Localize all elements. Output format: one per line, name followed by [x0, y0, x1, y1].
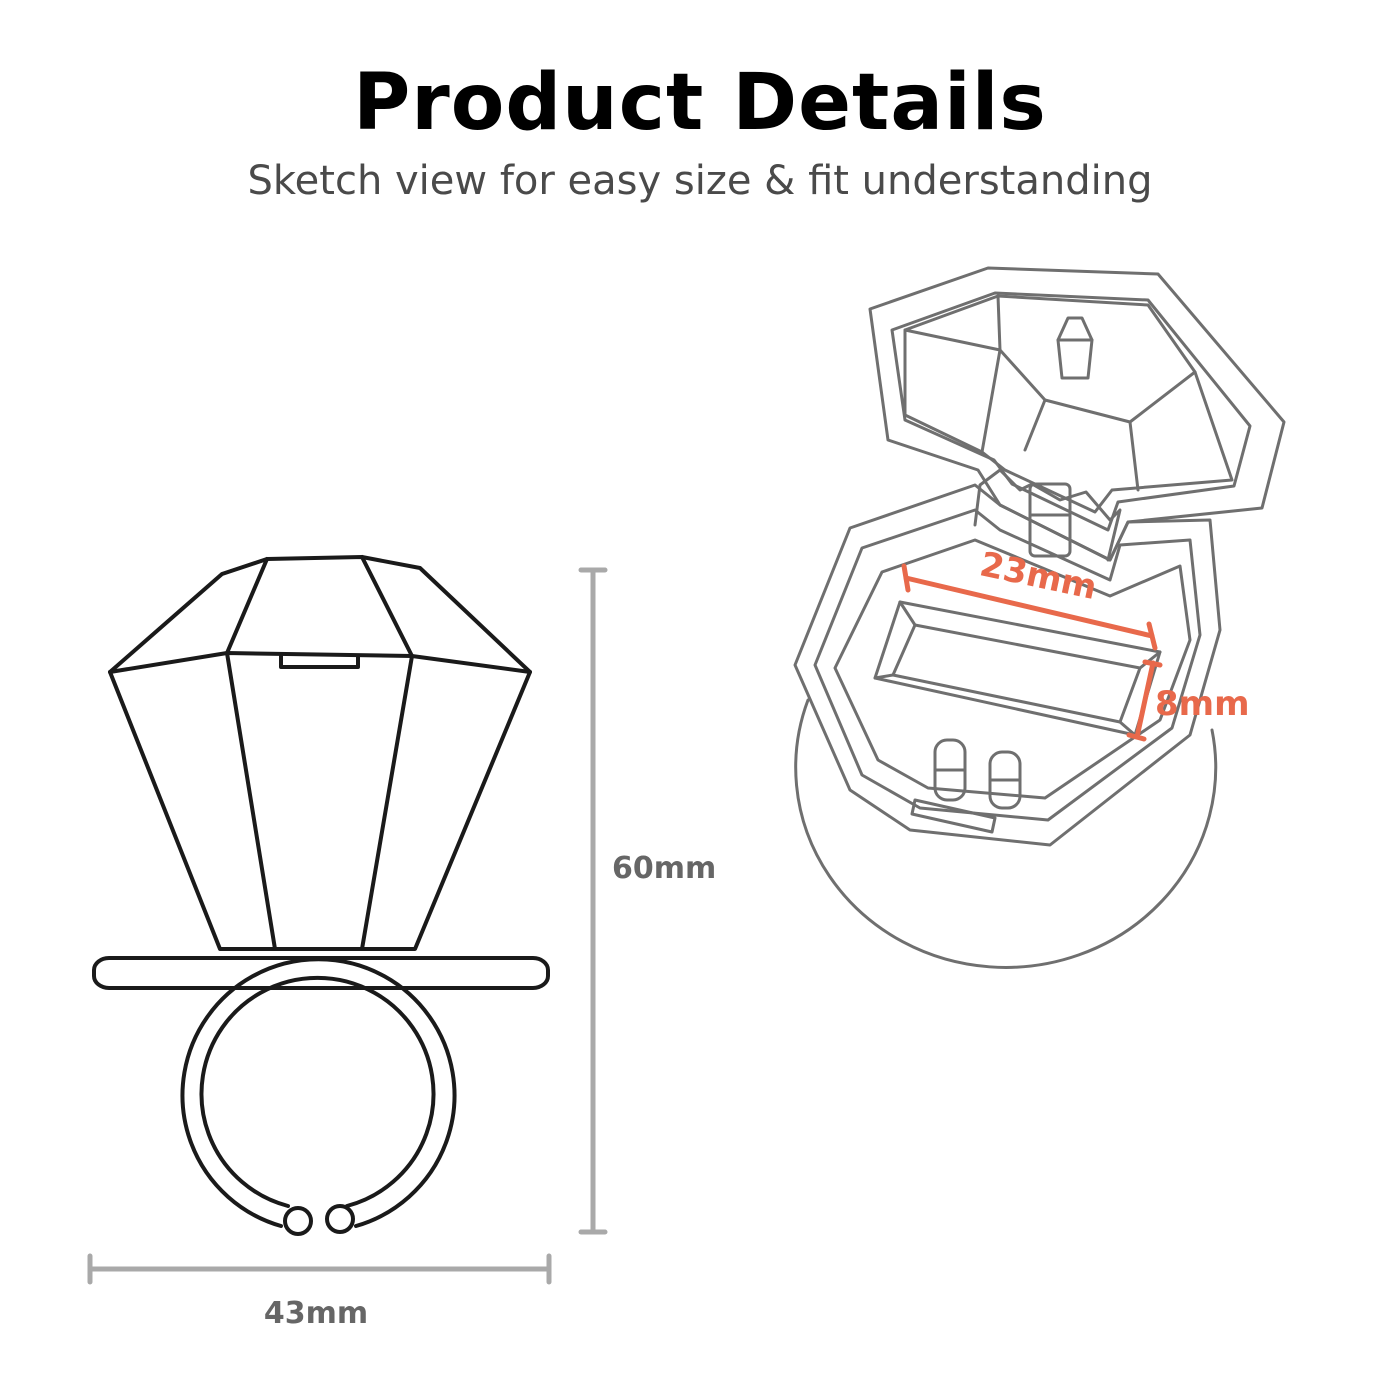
width-dimension-label: 43mm	[264, 1296, 368, 1331]
cavity-depth-dimension	[1126, 659, 1163, 742]
height-dimension	[578, 567, 608, 1235]
case-ring-slot-edge-a	[898, 600, 917, 627]
height-dimension-label: 60mm	[612, 851, 716, 886]
page-title: Product Details	[353, 58, 1047, 148]
gem-facet-left	[225, 557, 277, 951]
case-body-outer	[793, 483, 1222, 847]
case-lid-cavity	[903, 294, 1234, 514]
cavity-length-dimension	[901, 563, 1158, 651]
gem-tab	[279, 654, 360, 669]
width-dimension	[87, 1253, 552, 1285]
case-ring-slot-edge-c	[1118, 720, 1137, 737]
gem-outline	[108, 555, 532, 951]
ring-base-plate	[92, 956, 550, 990]
ring-sketch	[92, 555, 550, 1236]
gem-facet-right	[360, 555, 414, 951]
case-lid-facet-d	[1128, 420, 1140, 492]
cavity-depth-label: 8mm	[1155, 684, 1250, 724]
case-lid-latch	[1056, 316, 1094, 380]
case-hinge	[973, 468, 1122, 562]
case-ring-slot-edge-d	[873, 673, 895, 680]
case-lid-facet-a	[903, 294, 1002, 352]
case-lid-facet-b	[998, 348, 1197, 424]
case-lid-facet-c	[1023, 398, 1047, 452]
case-ring-slot-edge-b	[1138, 650, 1162, 670]
case-body-inner-rim	[813, 508, 1202, 822]
case-body-inner	[833, 538, 1192, 800]
case-ring-slot-outer	[873, 600, 1162, 737]
case-front-groove	[910, 798, 997, 834]
ring-band-outer	[180, 957, 457, 1228]
ring-band-inner	[199, 975, 436, 1208]
ring-band-end-right	[325, 1204, 355, 1234]
page-subtitle: Sketch view for easy size & fit understa…	[247, 158, 1153, 204]
case-round-base	[794, 698, 1218, 969]
gem-crown-line	[108, 651, 532, 674]
case-sketch	[793, 266, 1286, 969]
case-lid-inner-rim	[890, 291, 1252, 532]
ring-band-end-left	[283, 1206, 313, 1236]
case-lid-facet-e	[980, 348, 1002, 454]
